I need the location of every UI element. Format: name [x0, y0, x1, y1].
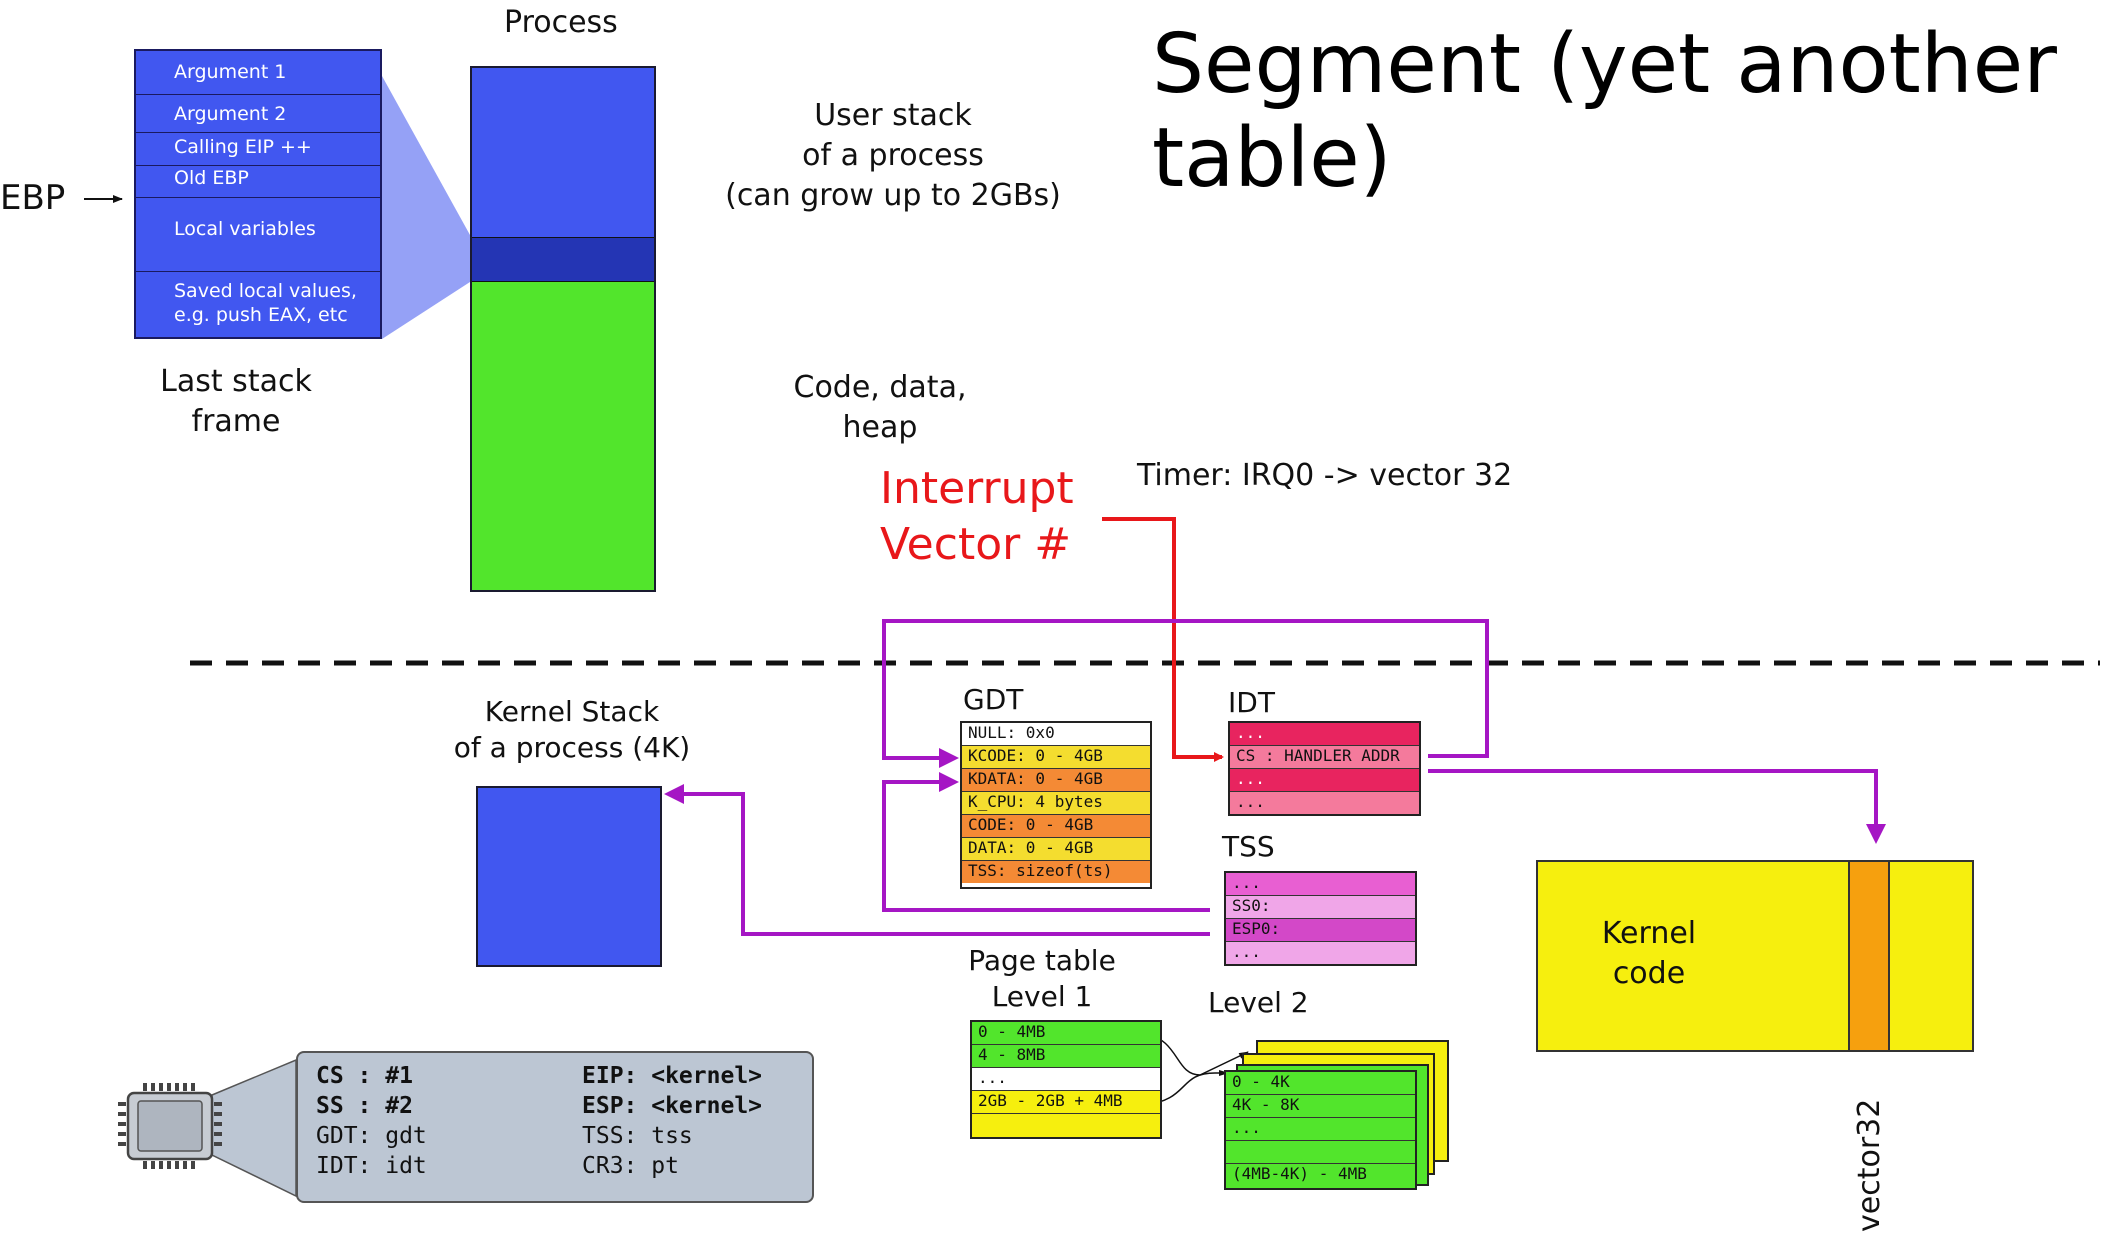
gdt-row: CODE: 0 - 4GB	[962, 815, 1150, 838]
slide-title: Segment (yet another table)	[1152, 18, 2057, 206]
process-label: Process	[504, 5, 618, 40]
idt-row: ...	[1230, 769, 1419, 792]
kernel-code-line-2: code	[1612, 956, 1686, 991]
idt-row: ...	[1230, 792, 1419, 814]
kernel-code-block	[1536, 860, 1974, 1052]
page-table-line-2: Level 1	[991, 980, 1093, 1013]
tss-row: ...	[1226, 942, 1415, 964]
gdt-row: NULL: 0x0	[962, 723, 1150, 746]
code-data-line-1: Code, data,	[793, 370, 967, 405]
pt2-row	[1226, 1141, 1415, 1164]
caption-line-2: frame	[191, 404, 281, 439]
frame-row-calling-eip: Calling EIP ++	[136, 133, 380, 166]
user-stack-line-3: (can grow up to 2GBs)	[725, 178, 1061, 213]
page-table-line-1: Page table	[968, 944, 1116, 977]
tss-row: ...	[1226, 873, 1415, 896]
page-table-level2: 0 - 4K 4K - 8K ... (4MB-4K) - 4MB	[1224, 1070, 1417, 1190]
reg-gdt: GDT: gdt	[316, 1123, 427, 1149]
tss-row-esp0: ESP0:	[1226, 919, 1415, 942]
frame-row-argument-2: Argument 2	[136, 95, 380, 133]
reg-ss: SS : #2	[316, 1093, 413, 1119]
gdt-row: DATA: 0 - 4GB	[962, 838, 1150, 861]
level2-title: Level 2	[1208, 986, 1309, 1019]
interrupt-line-2: Vector #	[880, 519, 1072, 570]
code-data-label: Code, data, heap	[730, 368, 1030, 448]
tss-table: ... SS0: ESP0: ...	[1224, 871, 1417, 966]
vector32-slot	[1848, 860, 1890, 1052]
process-memory-column	[470, 66, 656, 592]
gdt-title: GDT	[963, 683, 1024, 716]
page-table-title: Page table Level 1	[942, 943, 1142, 1015]
gdt-table: NULL: 0x0 KCODE: 0 - 4GB KDATA: 0 - 4GB …	[960, 721, 1152, 889]
idt-row-handler: CS : HANDLER ADDR	[1230, 746, 1419, 769]
pt2-row: (4MB-4K) - 4MB	[1226, 1164, 1415, 1188]
interrupt-arrow	[1102, 517, 1224, 762]
stack-frame: Argument 1 Argument 2 Calling EIP ++ Old…	[134, 49, 382, 339]
frame-zoom-wedge	[382, 76, 470, 339]
kernel-stack-line-2: of a process (4K)	[453, 731, 691, 764]
cpu-registers-panel: CS : #1 SS : #2 GDT: gdt IDT: idt EIP: <…	[296, 1051, 814, 1203]
reg-esp: ESP: <kernel>	[582, 1093, 763, 1119]
pt2-row: 4K - 8K	[1226, 1095, 1415, 1118]
tss-to-kstack-arrow	[664, 784, 1210, 936]
gdt-row: K_CPU: 4 bytes	[962, 792, 1150, 815]
idt-row: ...	[1230, 723, 1419, 746]
kernel-stack-label: Kernel Stack of a process (4K)	[420, 694, 724, 766]
ebp-label: EBP	[0, 178, 66, 218]
frame-row-local-variables: Local variables	[136, 198, 380, 272]
frame-row-old-ebp: Old EBP	[136, 166, 380, 198]
reg-idt: IDT: idt	[316, 1153, 427, 1179]
reg-eip: EIP: <kernel>	[582, 1063, 763, 1089]
gdt-row: KDATA: 0 - 4GB	[962, 769, 1150, 792]
code-data-line-2: heap	[842, 410, 918, 445]
interrupt-line-1: Interrupt	[880, 463, 1074, 514]
kernel-stack-line-1: Kernel Stack	[484, 695, 660, 728]
idt-title: IDT	[1228, 686, 1275, 719]
last-stack-frame-caption: Last stack frame	[136, 362, 336, 442]
vector32-label: vector32	[1852, 1098, 1887, 1232]
pt1-row: 0 - 4MB	[972, 1022, 1160, 1045]
user-stack-label: User stack of a process (can grow up to …	[693, 96, 1093, 216]
user-stack-region	[472, 68, 654, 237]
kernel-code-line-1: Kernel	[1601, 916, 1697, 951]
gdt-row: TSS: sizeof(ts)	[962, 861, 1150, 883]
idt-to-gdt-arrow	[882, 619, 1489, 768]
pt1-row: ...	[972, 1068, 1160, 1091]
title-line-1: Segment (yet another	[1152, 17, 2057, 112]
user-stack-line-2: of a process	[802, 138, 984, 173]
current-frame-region	[472, 237, 654, 282]
pt1-row	[972, 1114, 1160, 1137]
caption-line-1: Last stack	[160, 364, 312, 399]
kernel-stack-block	[476, 786, 662, 967]
user-stack-line-1: User stack	[814, 98, 972, 133]
interrupt-vector-label: Interrupt Vector #	[880, 461, 1074, 573]
pt1-row: 2GB - 2GB + 4MB	[972, 1091, 1160, 1114]
frame-row-argument-1: Argument 1	[136, 51, 380, 95]
timer-label: Timer: IRQ0 -> vector 32	[1137, 458, 1513, 493]
tss-to-gdt-arrow	[882, 772, 1210, 912]
pt2-row: ...	[1226, 1118, 1415, 1141]
tss-title: TSS	[1222, 830, 1275, 863]
idt-to-kernel-arrow	[1428, 769, 1886, 844]
reg-cr3: CR3: pt	[582, 1153, 679, 1179]
frame-row-saved-values: Saved local values, e.g. push EAX, etc	[174, 280, 357, 326]
gdt-row: KCODE: 0 - 4GB	[962, 746, 1150, 769]
page-table-level1: 0 - 4MB 4 - 8MB ... 2GB - 2GB + 4MB	[970, 1020, 1162, 1139]
chip-zoom-wedge	[211, 1058, 297, 1198]
pt1-row: 4 - 8MB	[972, 1045, 1160, 1068]
reg-cs: CS : #1	[316, 1063, 413, 1089]
tss-row-ss0: SS0:	[1226, 896, 1415, 919]
kernel-code-label: Kernel code	[1560, 914, 1738, 994]
idt-table: ... CS : HANDLER ADDR ... ...	[1228, 721, 1421, 816]
pt2-row: 0 - 4K	[1226, 1072, 1415, 1095]
cpu-chip-icon	[118, 1083, 222, 1169]
title-line-2: table)	[1152, 111, 1392, 206]
reg-tss: TSS: tss	[582, 1123, 693, 1149]
